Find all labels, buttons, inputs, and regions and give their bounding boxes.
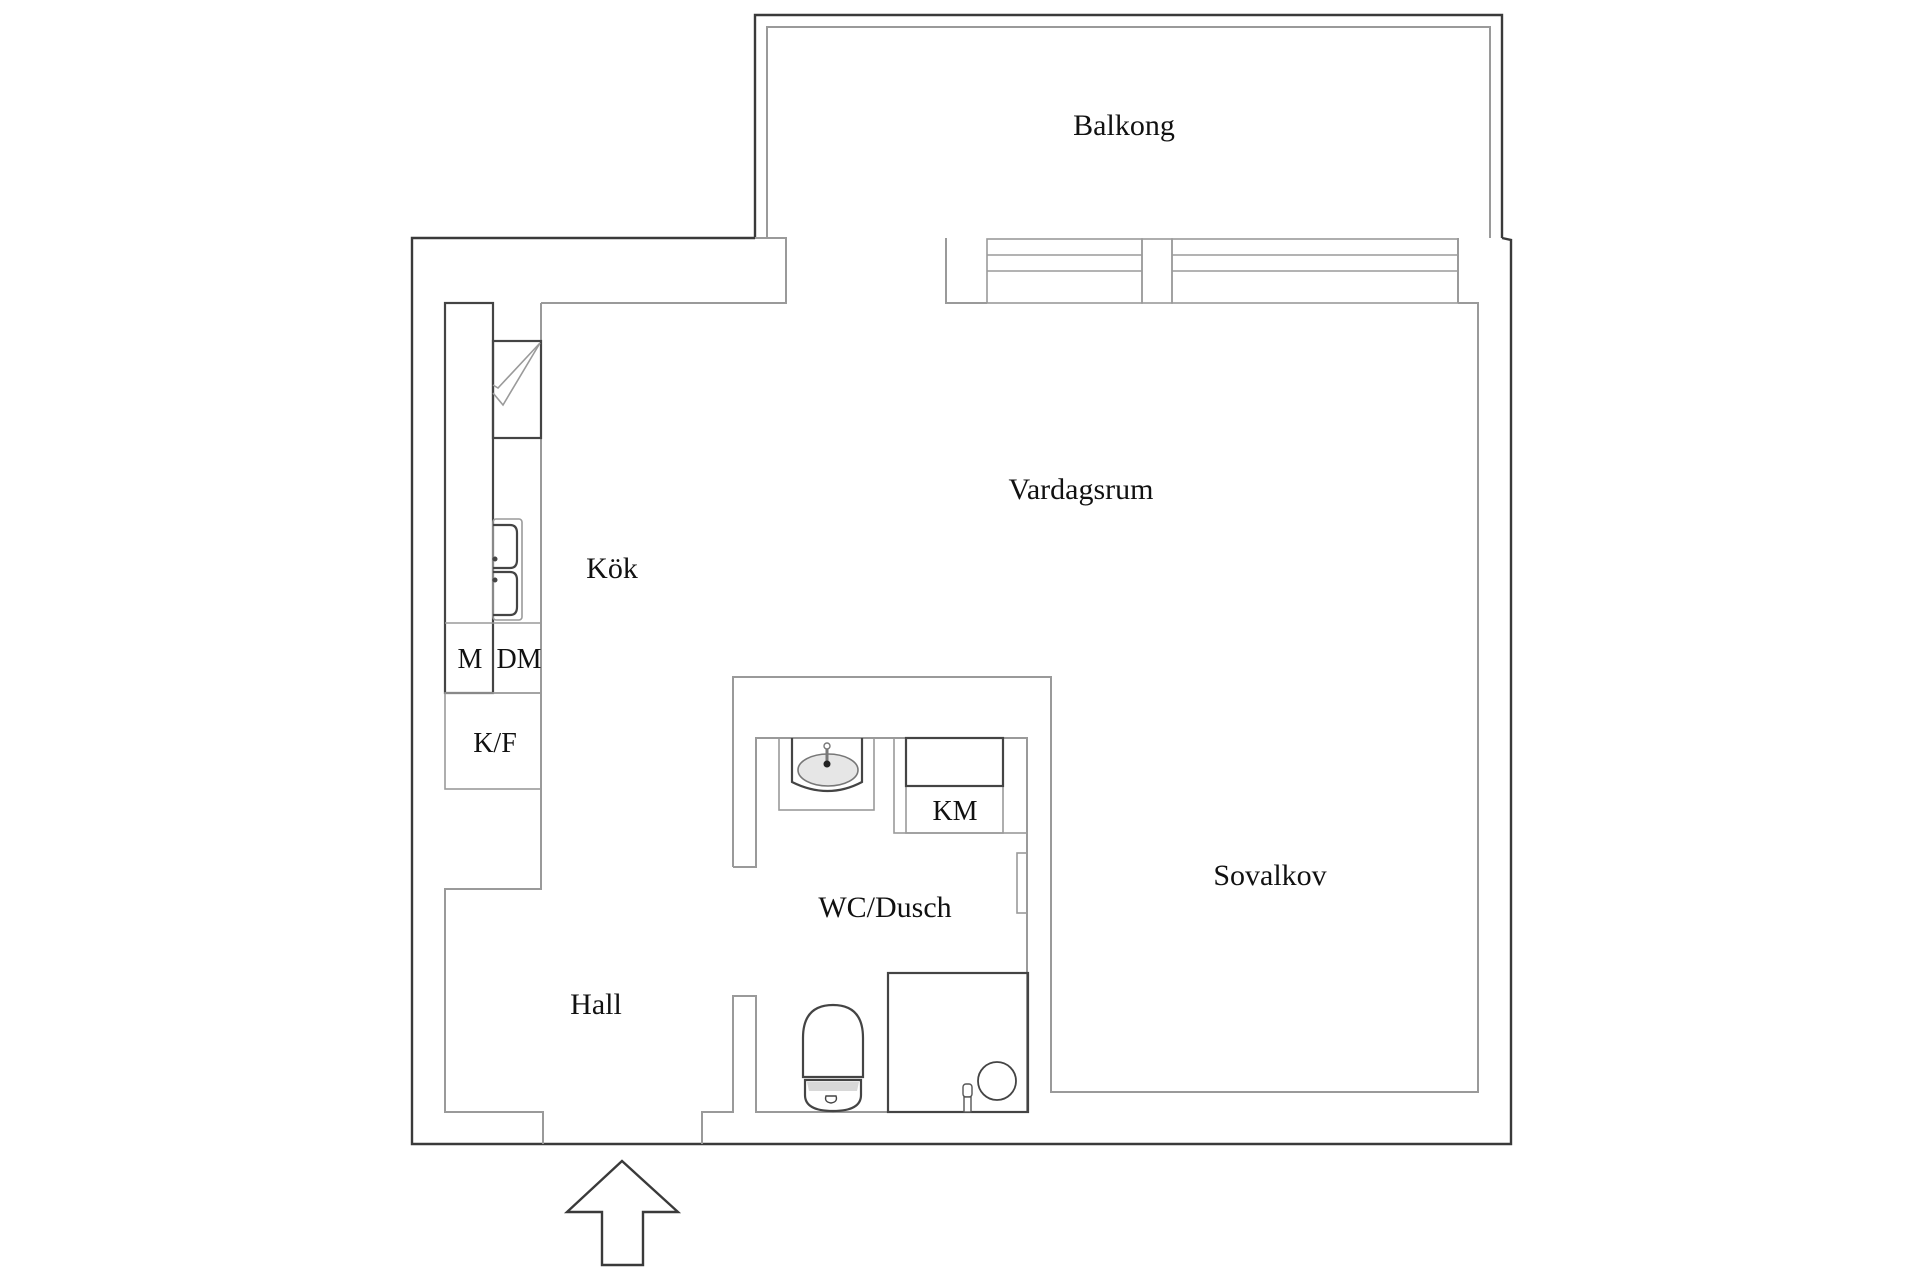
- room-label-living-room: Vardagsrum: [1009, 473, 1154, 506]
- bathroom-sink-icon: [790, 738, 864, 792]
- entrance-arrow-icon: [563, 1159, 682, 1267]
- kitchen-counter: [443, 301, 542, 790]
- balcony: [753, 13, 1504, 238]
- room-label-sleeping-alcove: Sovalkov: [1213, 859, 1326, 892]
- washing-machine-cabinet: [893, 736, 1028, 834]
- label-washing-machine: KM: [932, 796, 977, 827]
- shower-icon: [886, 971, 1030, 1114]
- toilet-icon: [801, 1003, 865, 1113]
- inner-walls: [444, 237, 1479, 1144]
- dish-rack-icon: [491, 339, 543, 440]
- window-left: [986, 238, 1143, 304]
- label-fridge-freezer: K/F: [473, 728, 517, 759]
- bathroom-door-handle: [1016, 852, 1028, 914]
- room-label-kitchen: Kök: [586, 552, 638, 585]
- label-dishwasher: DM: [496, 644, 541, 675]
- window-right: [1171, 238, 1459, 304]
- room-label-balcony: Balkong: [1073, 109, 1175, 142]
- room-label-hall: Hall: [570, 988, 622, 1021]
- room-label-bathroom: WC/Dusch: [818, 891, 951, 924]
- kitchen-sink-icon: [492, 518, 523, 621]
- bathroom-sink-cabinet: [778, 737, 875, 811]
- label-microwave: M: [458, 644, 483, 675]
- window-mullion: [1141, 238, 1173, 304]
- outer-walls: [410, 236, 1513, 1146]
